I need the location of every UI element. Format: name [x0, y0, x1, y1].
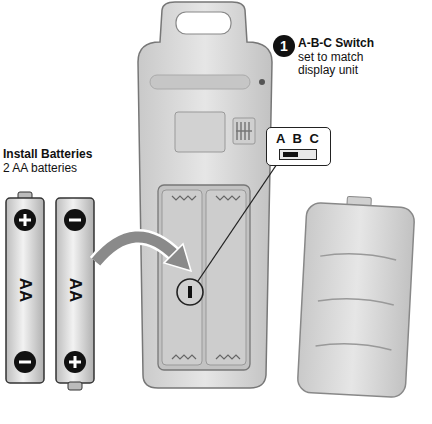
callout-heading: A-B-C Switch — [298, 37, 428, 50]
battery-label: AA — [66, 270, 84, 310]
callout-circle — [273, 35, 295, 57]
callout-number: 1 — [273, 39, 295, 54]
callout-note: set to match display unit — [298, 51, 380, 77]
switch-knob — [283, 152, 298, 157]
section-note: 2 AA batteries — [3, 162, 123, 175]
aa-battery — [56, 198, 94, 390]
battery-label: AA — [16, 270, 34, 310]
battery-cover — [297, 194, 415, 397]
switch-position-letters: A B C — [276, 131, 321, 146]
insert-arrow — [96, 237, 191, 271]
aa-battery — [6, 192, 44, 383]
leader-line — [198, 164, 277, 281]
section-heading: Install Batteries — [3, 148, 123, 161]
switch-box: A B C — [266, 127, 331, 166]
sensor-body — [138, 2, 272, 388]
slide-switch — [279, 149, 317, 160]
